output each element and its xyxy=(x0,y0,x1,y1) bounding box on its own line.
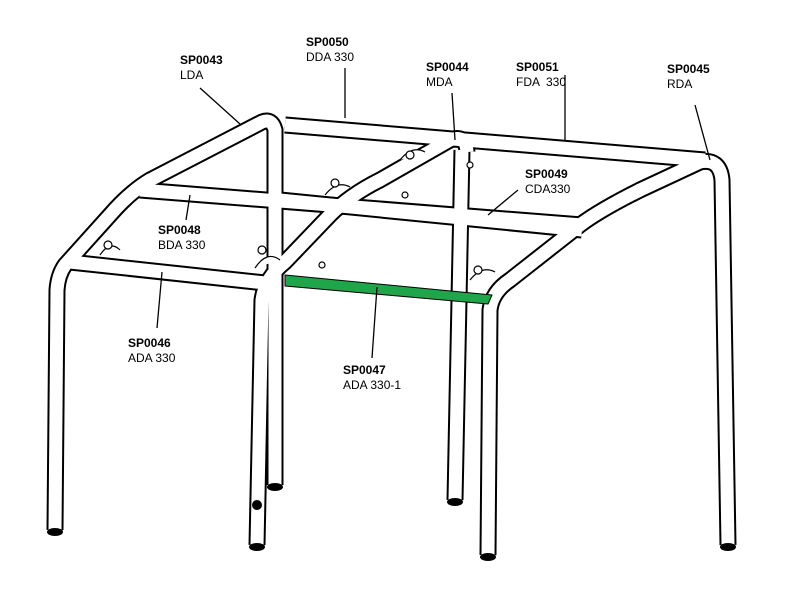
leader-lines xyxy=(156,68,711,359)
tube-fills xyxy=(48,114,735,556)
clamps xyxy=(99,149,496,281)
highlighted-tube-sp0047 xyxy=(284,274,493,305)
leg-end-caps xyxy=(47,483,736,561)
